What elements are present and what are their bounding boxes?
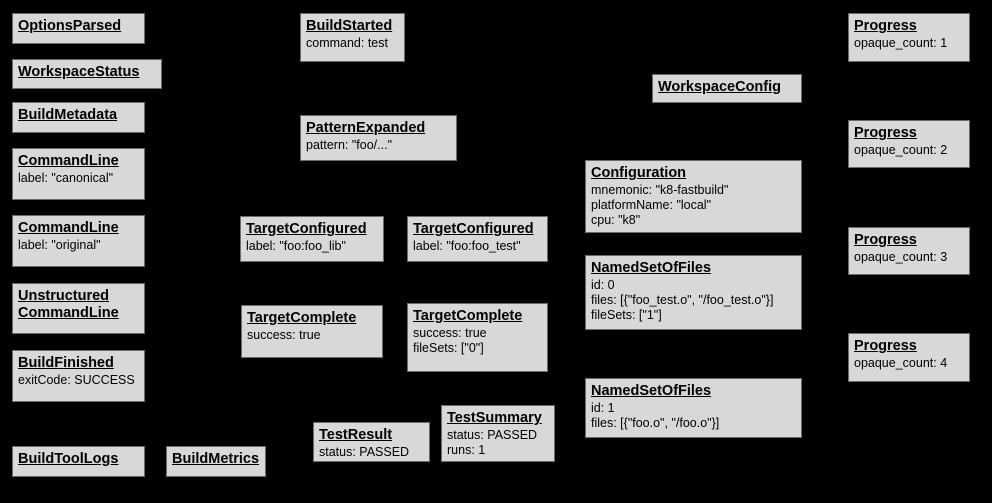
node-options-parsed[interactable]: OptionsParsed xyxy=(12,13,145,44)
node-field: status: PASSED xyxy=(319,445,410,459)
node-fields: label: "foo:foo_lib" xyxy=(246,239,378,254)
node-fields: command: test xyxy=(306,36,399,51)
node-target-configured-foo-lib[interactable]: TargetConfigured label: "foo:foo_lib" xyxy=(240,216,384,262)
node-title: BuildToolLogs xyxy=(18,451,119,467)
node-fields: opaque_count: 3 xyxy=(854,250,964,265)
node-title: Progress xyxy=(854,18,917,34)
node-build-metadata[interactable]: BuildMetadata xyxy=(12,102,145,133)
node-title: TestResult xyxy=(319,427,393,443)
node-fields: mnemonic: "k8-fastbuild"platformName: "l… xyxy=(591,183,796,228)
node-target-configured-foo-test[interactable]: TargetConfigured label: "foo:foo_test" xyxy=(407,216,548,262)
node-title: NamedSetOfFiles xyxy=(591,260,712,276)
node-title: BuildFinished xyxy=(18,355,114,371)
node-field: files: [{"foo.o", "/foo.o"}] xyxy=(591,416,720,430)
node-title: Progress xyxy=(854,125,917,141)
node-title: Progress xyxy=(854,338,917,354)
node-field: label: "foo:foo_lib" xyxy=(246,239,346,253)
node-command-line-canonical[interactable]: CommandLine label: "canonical" xyxy=(12,148,145,200)
node-field: files: [{"foo_test.o", "/foo_test.o"}] xyxy=(591,293,774,307)
node-field: status: PASSED xyxy=(447,428,538,442)
node-build-finished[interactable]: BuildFinished exitCode: SUCCESS xyxy=(12,350,145,402)
node-fields: success: true xyxy=(247,328,377,343)
node-fields: opaque_count: 1 xyxy=(854,36,964,51)
node-title: WorkspaceStatus xyxy=(18,64,140,80)
node-field: cpu: "k8" xyxy=(591,213,641,227)
node-fields: label: "original" xyxy=(18,238,139,253)
node-field: mnemonic: "k8-fastbuild" xyxy=(591,183,729,197)
node-workspace-status[interactable]: WorkspaceStatus xyxy=(12,59,162,89)
node-fields: opaque_count: 2 xyxy=(854,143,964,158)
node-field: exitCode: SUCCESS xyxy=(18,373,135,387)
node-field: command: test xyxy=(306,36,388,50)
node-title: TargetConfigured xyxy=(246,221,367,237)
node-field: id: 0 xyxy=(591,278,615,292)
node-title: OptionsParsed xyxy=(18,18,122,34)
node-field: platformName: "local" xyxy=(591,198,712,212)
node-title: Unstructured CommandLine xyxy=(18,288,119,321)
node-title: PatternExpanded xyxy=(306,120,426,136)
node-field: id: 1 xyxy=(591,401,615,415)
node-field: label: "canonical" xyxy=(18,171,114,185)
node-field: success: true xyxy=(247,328,321,342)
node-field: fileSets: ["0"] xyxy=(413,341,484,355)
node-title: TargetComplete xyxy=(413,308,523,324)
node-progress-2[interactable]: Progress opaque_count: 2 xyxy=(848,120,970,168)
node-field: opaque_count: 2 xyxy=(854,143,948,157)
node-field: success: true xyxy=(413,326,487,340)
node-title: TargetComplete xyxy=(247,310,357,326)
node-title: Progress xyxy=(854,232,917,248)
node-title: WorkspaceConfig xyxy=(658,79,782,95)
node-pattern-expanded[interactable]: PatternExpanded pattern: "foo/..." xyxy=(300,115,457,161)
node-title: Configuration xyxy=(591,165,687,181)
node-target-complete-lib[interactable]: TargetComplete success: true xyxy=(241,305,383,358)
node-fields: pattern: "foo/..." xyxy=(306,138,451,153)
node-build-tool-logs[interactable]: BuildToolLogs xyxy=(12,446,145,477)
node-progress-4[interactable]: Progress opaque_count: 4 xyxy=(848,333,970,382)
node-fields: exitCode: SUCCESS xyxy=(18,373,139,388)
node-build-started[interactable]: BuildStarted command: test xyxy=(300,13,405,62)
node-title: CommandLine xyxy=(18,153,119,169)
node-title: BuildMetadata xyxy=(18,107,118,123)
node-title: NamedSetOfFiles xyxy=(591,383,712,399)
node-unstructured-command-line[interactable]: Unstructured CommandLine xyxy=(12,283,145,334)
node-progress-1[interactable]: Progress opaque_count: 1 xyxy=(848,13,970,62)
node-field: opaque_count: 1 xyxy=(854,36,948,50)
node-field: pattern: "foo/..." xyxy=(306,138,393,152)
node-build-metrics[interactable]: BuildMetrics xyxy=(166,446,266,477)
node-workspace-config[interactable]: WorkspaceConfig xyxy=(652,74,802,103)
node-title: CommandLine xyxy=(18,220,119,236)
node-field: opaque_count: 4 xyxy=(854,356,948,370)
node-title: TestSummary xyxy=(447,410,542,426)
node-configuration[interactable]: Configuration mnemonic: "k8-fastbuild"pla… xyxy=(585,160,802,233)
node-fields: label: "foo:foo_test" xyxy=(413,239,542,254)
node-fields: label: "canonical" xyxy=(18,171,139,186)
node-field: runs: 1 xyxy=(447,443,486,457)
node-field: label: "foo:foo_test" xyxy=(413,239,521,253)
node-field: fileSets: ["1"] xyxy=(591,308,662,322)
node-title: TargetConfigured xyxy=(413,221,534,237)
node-field: label: "original" xyxy=(18,238,101,252)
node-fields: opaque_count: 4 xyxy=(854,356,964,371)
node-progress-3[interactable]: Progress opaque_count: 3 xyxy=(848,227,970,275)
node-title: BuildMetrics xyxy=(172,451,260,467)
node-field: opaque_count: 3 xyxy=(854,250,948,264)
node-title: BuildStarted xyxy=(306,18,393,34)
node-test-result[interactable]: TestResult status: PASSED xyxy=(313,422,430,462)
node-fields: status: PASSED xyxy=(319,445,424,460)
node-command-line-original[interactable]: CommandLine label: "original" xyxy=(12,215,145,267)
